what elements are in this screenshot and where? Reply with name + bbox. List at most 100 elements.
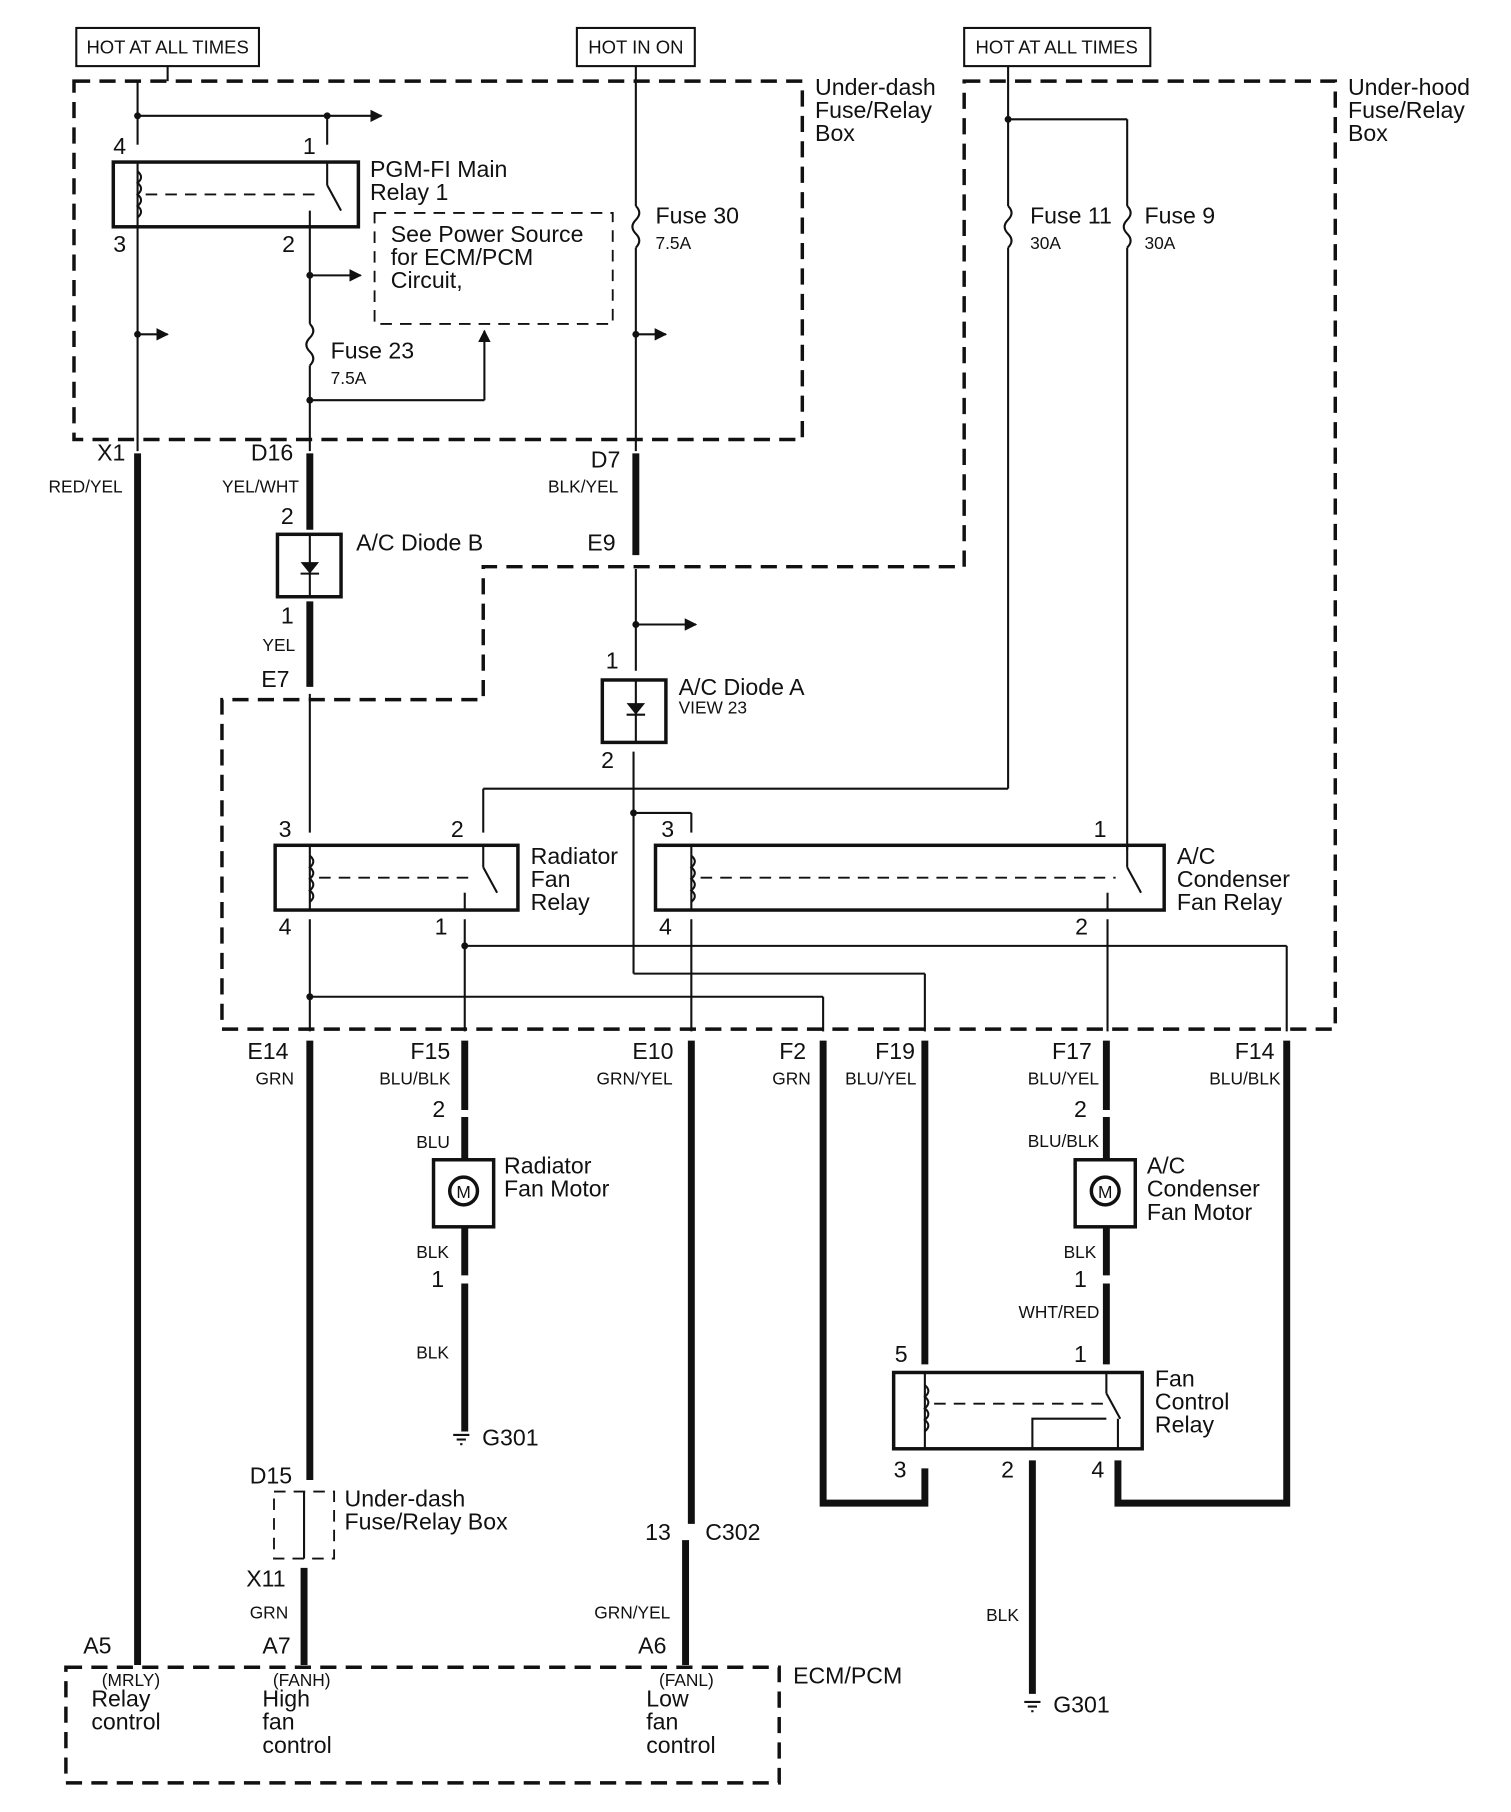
fcr-label-2: Control bbox=[1155, 1388, 1229, 1414]
ac-condenser-fan-motor: M A/C Condenser Fan Motor bbox=[1073, 1153, 1260, 1229]
ac-relay-label-1: A/C bbox=[1177, 843, 1216, 869]
rad-motor-pin-1: 1 bbox=[431, 1266, 444, 1292]
fan-control-relay: Fan Control Relay bbox=[891, 1365, 1229, 1451]
ecm-high-label-1: High bbox=[262, 1686, 310, 1712]
header-hot-in-on: HOT IN ON bbox=[575, 26, 696, 68]
ecm-high-label-3: control bbox=[262, 1732, 331, 1758]
wire-label-grn-yel-e10: GRN/YEL bbox=[597, 1069, 673, 1089]
underdash-box-label-1: Under-dash bbox=[815, 74, 936, 100]
ecm-relay-label-1: Relay bbox=[91, 1686, 151, 1712]
pgmfi-label-1: PGM-FI Main bbox=[370, 156, 507, 182]
conn-f17: F17 bbox=[1052, 1038, 1092, 1064]
rad-motor-label-1: Radiator bbox=[504, 1153, 592, 1179]
diode-b-label: A/C Diode B bbox=[356, 530, 483, 556]
header-hot-right-text: HOT AT ALL TIMES bbox=[975, 36, 1137, 57]
fcr-pin-5: 5 bbox=[895, 1341, 908, 1367]
ac-diode-a: A/C Diode A VIEW 23 bbox=[600, 674, 805, 745]
diode-b-pin-1: 1 bbox=[281, 602, 294, 628]
pgmfi-pin-3: 3 bbox=[113, 231, 126, 257]
ecm-high-label-2: fan bbox=[262, 1709, 294, 1735]
rad-motor-pin-2: 2 bbox=[432, 1096, 445, 1122]
fcr-label-3: Relay bbox=[1155, 1412, 1215, 1438]
pgmfi-label-2: Relay 1 bbox=[370, 179, 448, 205]
underhood-box-label-3: Box bbox=[1348, 120, 1388, 146]
wire-label-grn-yel-c302: GRN/YEL bbox=[594, 1603, 670, 1623]
wire-label-blu-yel-f17: BLU/YEL bbox=[1028, 1069, 1100, 1089]
fuse-9: Fuse 9 30A bbox=[1122, 202, 1215, 850]
ecm-pcm-label: ECM/PCM bbox=[793, 1662, 902, 1688]
rad-relay-pin-1: 1 bbox=[435, 913, 448, 939]
conn-f19: F19 bbox=[875, 1038, 915, 1064]
ac-motor-pin-2: 2 bbox=[1074, 1096, 1087, 1122]
wire-label-blu-blk-f14: BLU/BLK bbox=[1209, 1069, 1281, 1089]
fuse-30-label: Fuse 30 bbox=[655, 202, 739, 228]
wire-label-grn-e14: GRN bbox=[255, 1069, 294, 1089]
ecm-fanh: (FANH) bbox=[273, 1670, 331, 1690]
ac-motor-symbol: M bbox=[1098, 1182, 1112, 1202]
wire-label-yel-wht: YEL/WHT bbox=[222, 477, 299, 497]
wire-label-blu-motor: BLU bbox=[416, 1132, 450, 1152]
underdash-small-label-1: Under-dash bbox=[345, 1486, 466, 1512]
underhood-box-label-2: Fuse/Relay bbox=[1348, 97, 1465, 123]
radiator-fan-relay: 3 2 4 1 Radiator Fan Relay bbox=[273, 816, 618, 939]
diode-a-label: A/C Diode A bbox=[679, 674, 805, 700]
power-source-note-3: Circuit, bbox=[391, 267, 463, 293]
underdash-box-label-2: Fuse/Relay bbox=[815, 97, 932, 123]
conn-d15: D15 bbox=[250, 1462, 292, 1488]
conn-e9: E9 bbox=[587, 530, 615, 556]
fuse-23-amp: 7.5A bbox=[331, 368, 367, 388]
header-hot-left-text: HOT AT ALL TIMES bbox=[86, 36, 248, 57]
header-hot-left: HOT AT ALL TIMES bbox=[75, 26, 261, 68]
rad-motor-symbol: M bbox=[456, 1182, 470, 1202]
fcr-label-1: Fan bbox=[1155, 1365, 1195, 1391]
conn-d16: D16 bbox=[251, 439, 293, 465]
rad-relay-label-2: Fan bbox=[531, 866, 571, 892]
ac-relay-pin-3: 3 bbox=[661, 816, 674, 842]
ac-relay-label-2: Condenser bbox=[1177, 866, 1290, 892]
wire-label-blu-blk-acm: BLU/BLK bbox=[1028, 1131, 1100, 1151]
fcr-pin-1: 1 bbox=[1074, 1341, 1087, 1367]
power-source-note-1: See Power Source bbox=[391, 221, 584, 247]
header-hot-in-on-text: HOT IN ON bbox=[588, 36, 683, 57]
conn-f15: F15 bbox=[410, 1038, 450, 1064]
ecm-low-label-2: fan bbox=[646, 1709, 678, 1735]
wire-label-blk-fcr: BLK bbox=[986, 1605, 1019, 1625]
ground-g301-right-label: G301 bbox=[1053, 1691, 1110, 1717]
fuse-11-label: Fuse 11 bbox=[1030, 202, 1112, 228]
fcr-pin-2: 2 bbox=[1001, 1457, 1014, 1483]
ac-motor-pin-1: 1 bbox=[1074, 1266, 1087, 1292]
rad-relay-pin-3: 3 bbox=[279, 816, 292, 842]
ground-g301-left-label: G301 bbox=[482, 1424, 539, 1450]
ecm-relay-label-2: control bbox=[91, 1709, 160, 1735]
fuse-23: Fuse 23 7.5A bbox=[305, 226, 491, 452]
ac-relay-label-3: Fan Relay bbox=[1177, 889, 1283, 915]
rad-relay-pin-4: 4 bbox=[279, 913, 292, 939]
ac-diode-b: A/C Diode B bbox=[275, 530, 483, 599]
ac-relay-pin-1: 1 bbox=[1094, 816, 1107, 842]
power-source-note-box bbox=[373, 212, 614, 325]
fuse-30-amp: 7.5A bbox=[655, 233, 691, 253]
rad-motor-label-2: Fan Motor bbox=[504, 1176, 610, 1202]
wire-label-blk-acm: BLK bbox=[1064, 1242, 1097, 1262]
ac-motor-label-2: Condenser bbox=[1147, 1176, 1260, 1202]
ac-motor-label-3: Fan Motor bbox=[1147, 1199, 1253, 1225]
ecm-pcm-box bbox=[64, 1665, 781, 1785]
rad-relay-pin-2: 2 bbox=[451, 816, 464, 842]
underdash-box-label-3: Box bbox=[815, 120, 855, 146]
wire-label-grn-f2: GRN bbox=[772, 1069, 811, 1089]
pgmfi-pin-2: 2 bbox=[282, 231, 295, 257]
c302-label: C302 bbox=[705, 1519, 760, 1545]
underdash-box-outline bbox=[72, 79, 805, 442]
conn-e7: E7 bbox=[261, 666, 289, 692]
ac-condenser-fan-relay: 3 1 4 2 A/C Condenser Fan Relay bbox=[653, 816, 1290, 939]
underdash-box-small: Under-dash Fuse/Relay Box bbox=[273, 1486, 508, 1560]
conn-a7: A7 bbox=[262, 1632, 290, 1658]
ac-motor-label-1: A/C bbox=[1147, 1153, 1186, 1179]
fuse-11: Fuse 11 30A bbox=[1003, 202, 1112, 789]
ecm-low-label-3: control bbox=[646, 1732, 715, 1758]
conn-a6: A6 bbox=[638, 1632, 666, 1658]
conn-e14: E14 bbox=[247, 1038, 288, 1064]
conn-a5: A5 bbox=[83, 1632, 111, 1658]
fcr-pin-4: 4 bbox=[1091, 1457, 1104, 1483]
ecm-low-label-1: Low bbox=[646, 1686, 689, 1712]
